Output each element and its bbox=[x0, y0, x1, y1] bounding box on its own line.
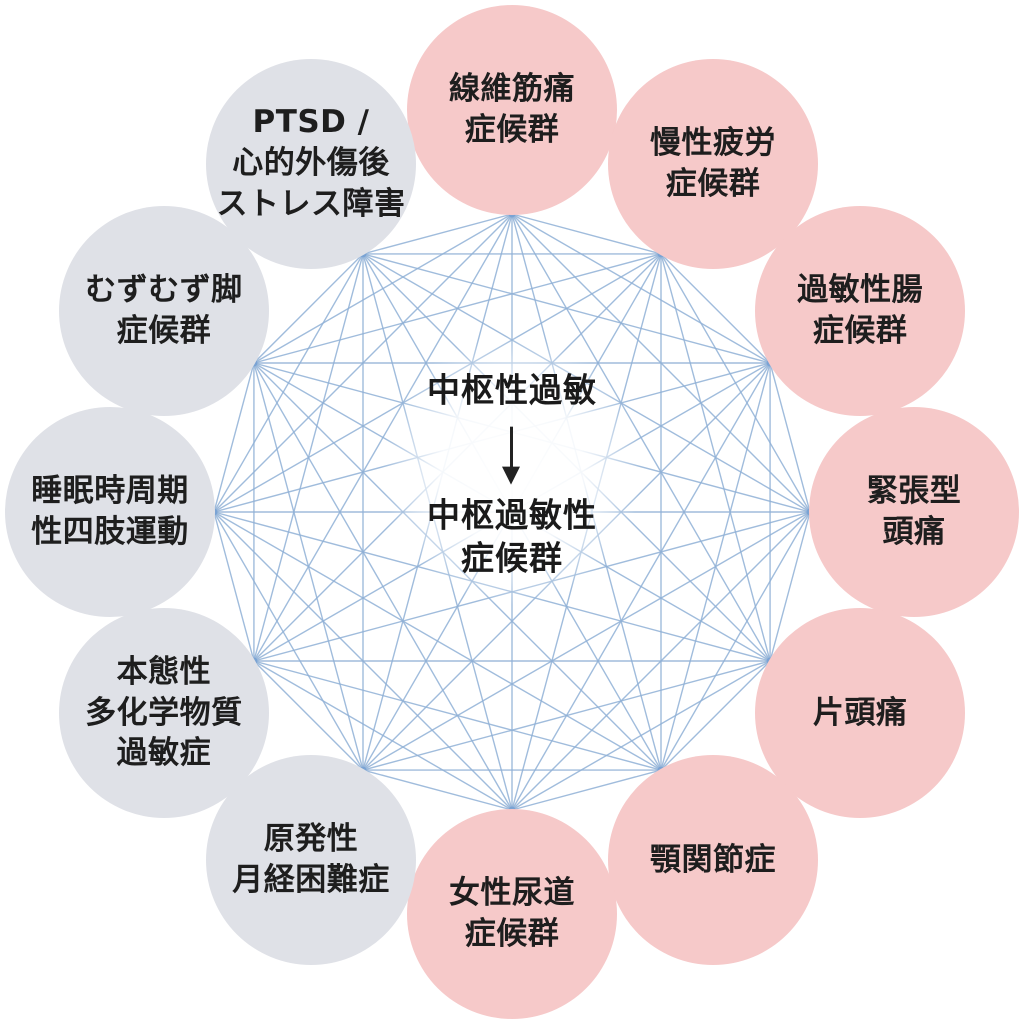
condition-label: 顎関節症 bbox=[650, 841, 776, 878]
connection-line bbox=[253, 253, 364, 364]
condition-label: 原発性 月経困難症 bbox=[232, 821, 390, 899]
connection-line bbox=[253, 362, 513, 811]
condition-label: 睡眠時周期 性四肢運動 bbox=[31, 473, 189, 550]
condition-node: PTSD / 心的外傷後 ストレス障害 bbox=[206, 58, 416, 269]
condition-node: 本態性 多化学物質 過敏症 bbox=[58, 608, 269, 818]
condition-label: 女性尿道 症候群 bbox=[449, 875, 575, 952]
center-group: 中枢性過敏 中枢過敏性 症候群 bbox=[427, 370, 597, 581]
connection-line bbox=[253, 253, 364, 662]
condition-node: 睡眠時周期 性四肢運動 bbox=[5, 407, 215, 617]
condition-node: 慢性疲労 症候群 bbox=[608, 58, 818, 269]
condition-node: 顎関節症 bbox=[608, 755, 818, 966]
connection-line bbox=[362, 213, 513, 255]
connection-line bbox=[253, 660, 364, 771]
connection-line bbox=[769, 511, 811, 662]
connection-line bbox=[253, 660, 513, 811]
connection-line bbox=[511, 213, 662, 255]
connection-line bbox=[362, 253, 771, 364]
condition-node: 片頭痛 bbox=[755, 608, 966, 818]
condition-node: 女性尿道 症候群 bbox=[407, 809, 617, 1019]
condition-label: PTSD / 心的外傷後 ストレス障害 bbox=[216, 104, 406, 223]
connection-line bbox=[511, 769, 662, 811]
condition-node: むずむず脚 症候群 bbox=[58, 206, 269, 416]
connection-line bbox=[213, 253, 364, 513]
condition-label: 片頭痛 bbox=[812, 694, 908, 731]
condition-node: 原発性 月経困難症 bbox=[206, 755, 416, 966]
connection-line bbox=[769, 362, 811, 513]
connection-line bbox=[213, 511, 364, 771]
condition-label: 慢性疲労 症候群 bbox=[650, 124, 776, 202]
condition-node: 線維筋痛 症候群 bbox=[407, 5, 617, 215]
center-top-text: 中枢性過敏 bbox=[427, 370, 597, 410]
condition-node: 過敏性腸 症候群 bbox=[755, 206, 966, 416]
condition-label: むずむず脚 症候群 bbox=[85, 272, 243, 349]
connection-line bbox=[362, 769, 513, 811]
down-arrow-icon bbox=[502, 426, 520, 485]
condition-label: 過敏性腸 症候群 bbox=[797, 272, 924, 349]
condition-label: 線維筋痛 症候群 bbox=[449, 71, 575, 148]
connection-line bbox=[213, 511, 662, 771]
condition-node: 緊張型 頭痛 bbox=[809, 407, 1019, 617]
condition-label: 緊張型 頭痛 bbox=[866, 473, 962, 550]
connection-line bbox=[213, 511, 255, 662]
connection-line bbox=[660, 660, 771, 771]
connection-line bbox=[213, 362, 255, 513]
condition-label: 本態性 多化学物質 過敏症 bbox=[85, 653, 243, 772]
center-bottom-text: 中枢過敏性 症候群 bbox=[427, 495, 597, 578]
connection-line bbox=[660, 253, 771, 364]
connection-line bbox=[253, 362, 364, 771]
